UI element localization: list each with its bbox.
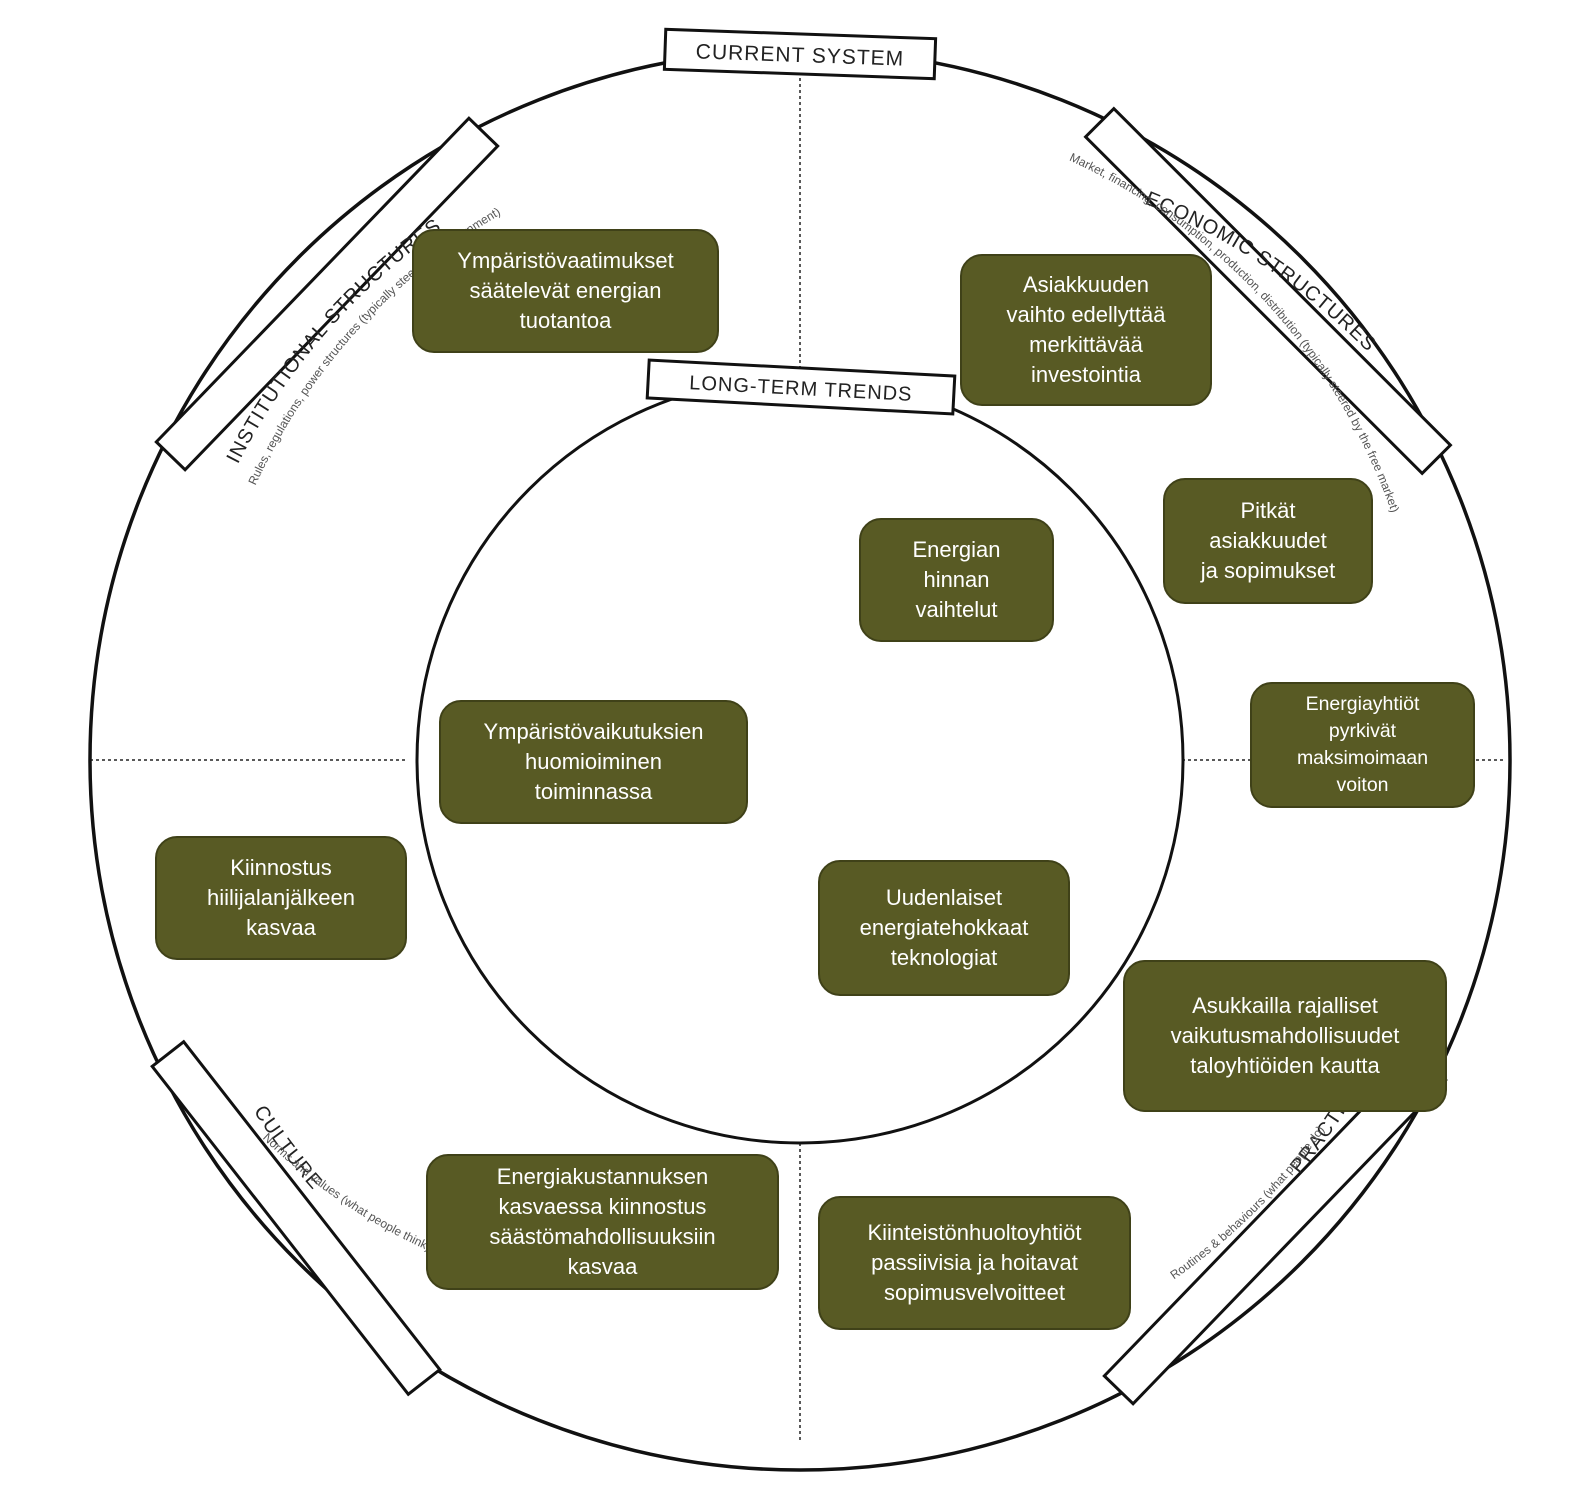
box-new-technologies: Uudenlaiset energiatehokkaat teknologiat xyxy=(818,860,1070,996)
box-environmental-impact: Ympäristövaikutuksien huomioiminen toimi… xyxy=(439,700,748,824)
band-economic xyxy=(1083,106,1453,476)
box-long-contracts: Pitkät asiakkuudet ja sopimukset xyxy=(1163,478,1373,604)
quadrant-dividers xyxy=(90,78,1505,1442)
box-customer-switch-investment: Asiakkuuden vaihto edellyttää merkittävä… xyxy=(960,254,1212,406)
band-long-term-trends xyxy=(645,358,957,416)
band-current-system xyxy=(662,27,938,81)
box-energy-price-fluctuation: Energian hinnan vaihtelut xyxy=(859,518,1054,642)
box-energy-companies-profit: Energiayhtiöt pyrkivät maksimoimaan voit… xyxy=(1250,682,1475,808)
box-energy-cost-savings: Energiakustannuksen kasvaessa kiinnostus… xyxy=(426,1154,779,1290)
box-residents-limited-influence: Asukkailla rajalliset vaikutusmahdollisu… xyxy=(1123,960,1447,1112)
band-culture xyxy=(150,1039,442,1397)
box-environmental-requirements: Ympäristövaatimukset säätelevät energian… xyxy=(412,229,719,353)
band-institutional xyxy=(154,116,500,472)
box-carbon-footprint-interest: Kiinnostus hiilijalanjälkeen kasvaa xyxy=(155,836,407,960)
box-property-maintenance: Kiinteistönhuoltoyhtiöt passiivisia ja h… xyxy=(818,1196,1131,1330)
